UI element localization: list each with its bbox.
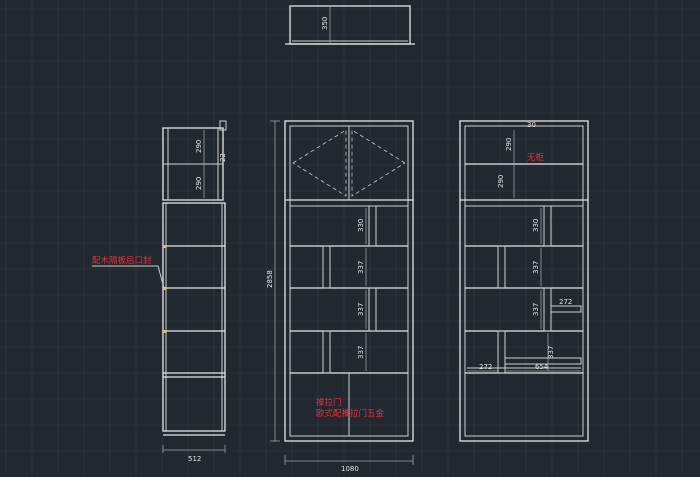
inner-top-mark: 30 bbox=[527, 121, 536, 129]
side-view: 290 290 22 配木隔板后口封 512 bbox=[92, 120, 227, 463]
inner-shelf-1-label: 330 bbox=[532, 219, 540, 232]
top-view: 350 bbox=[285, 5, 415, 45]
top-view-depth-label: 350 bbox=[321, 17, 329, 30]
inner-shelf-4-label: 337 bbox=[547, 346, 555, 359]
side-top-shelf-1-label: 290 bbox=[195, 140, 203, 153]
inner-top-note: 无柜 bbox=[527, 152, 545, 163]
side-top-cap bbox=[219, 120, 227, 131]
inner-partition-2 bbox=[497, 245, 506, 289]
inner-view: 30 290 290 无柜 330 337 337 337 272 272 65… bbox=[459, 120, 589, 442]
inner-inner-outline bbox=[464, 125, 584, 437]
inner-drawer-lower bbox=[504, 357, 582, 365]
side-top-shelf-2-label: 290 bbox=[195, 177, 203, 190]
front-height-label: 2858 bbox=[266, 270, 274, 288]
inner-partition-1 bbox=[543, 205, 552, 247]
inner-bottom-mid-label: 654 bbox=[535, 363, 549, 371]
side-marker-3 bbox=[163, 330, 166, 333]
inner-top-shelf-2-label: 290 bbox=[497, 175, 505, 188]
inner-partition-3 bbox=[543, 287, 552, 332]
front-right-door-swing bbox=[351, 129, 406, 197]
front-door-note-2: 欧式配推拉门五金 bbox=[316, 408, 385, 419]
front-width-label: 1080 bbox=[341, 465, 359, 473]
side-note-leader bbox=[92, 265, 165, 289]
front-partition-1 bbox=[368, 205, 377, 247]
inner-outline bbox=[459, 120, 589, 442]
front-partition-2 bbox=[322, 245, 331, 289]
side-lower-box bbox=[162, 202, 226, 432]
front-view: 330 337 337 337 推拉门 欧式配推拉门五金 2858 1080 bbox=[266, 120, 414, 473]
front-outline bbox=[284, 120, 414, 442]
front-shelf-3-label: 337 bbox=[357, 303, 365, 316]
front-shelf-4-label: 337 bbox=[357, 346, 365, 359]
inner-partition-4 bbox=[497, 330, 506, 374]
inner-top-shelf-1-label: 290 bbox=[505, 138, 513, 151]
side-note-text: 配木隔板后口封 bbox=[92, 255, 152, 266]
inner-drawer-upper bbox=[550, 305, 582, 313]
side-depth-label: 512 bbox=[188, 455, 201, 463]
side-marker-2 bbox=[163, 287, 166, 290]
side-marker-1 bbox=[163, 245, 166, 248]
side-offset-label: 22 bbox=[219, 153, 227, 162]
front-shelf-2-label: 337 bbox=[357, 261, 365, 274]
top-view-outline bbox=[289, 5, 411, 45]
inner-shelf-2-label: 337 bbox=[532, 261, 540, 274]
inner-bottom-left-label: 272 bbox=[479, 363, 492, 371]
front-partition-3 bbox=[368, 287, 377, 332]
front-left-door-swing bbox=[292, 129, 347, 197]
inner-shelf-3-label: 337 bbox=[532, 303, 540, 316]
front-door-note-1: 推拉门 bbox=[316, 397, 342, 408]
front-shelf-1-label: 330 bbox=[357, 219, 365, 232]
inner-drawer-width-label: 272 bbox=[559, 298, 572, 306]
front-partition-4 bbox=[322, 330, 331, 374]
